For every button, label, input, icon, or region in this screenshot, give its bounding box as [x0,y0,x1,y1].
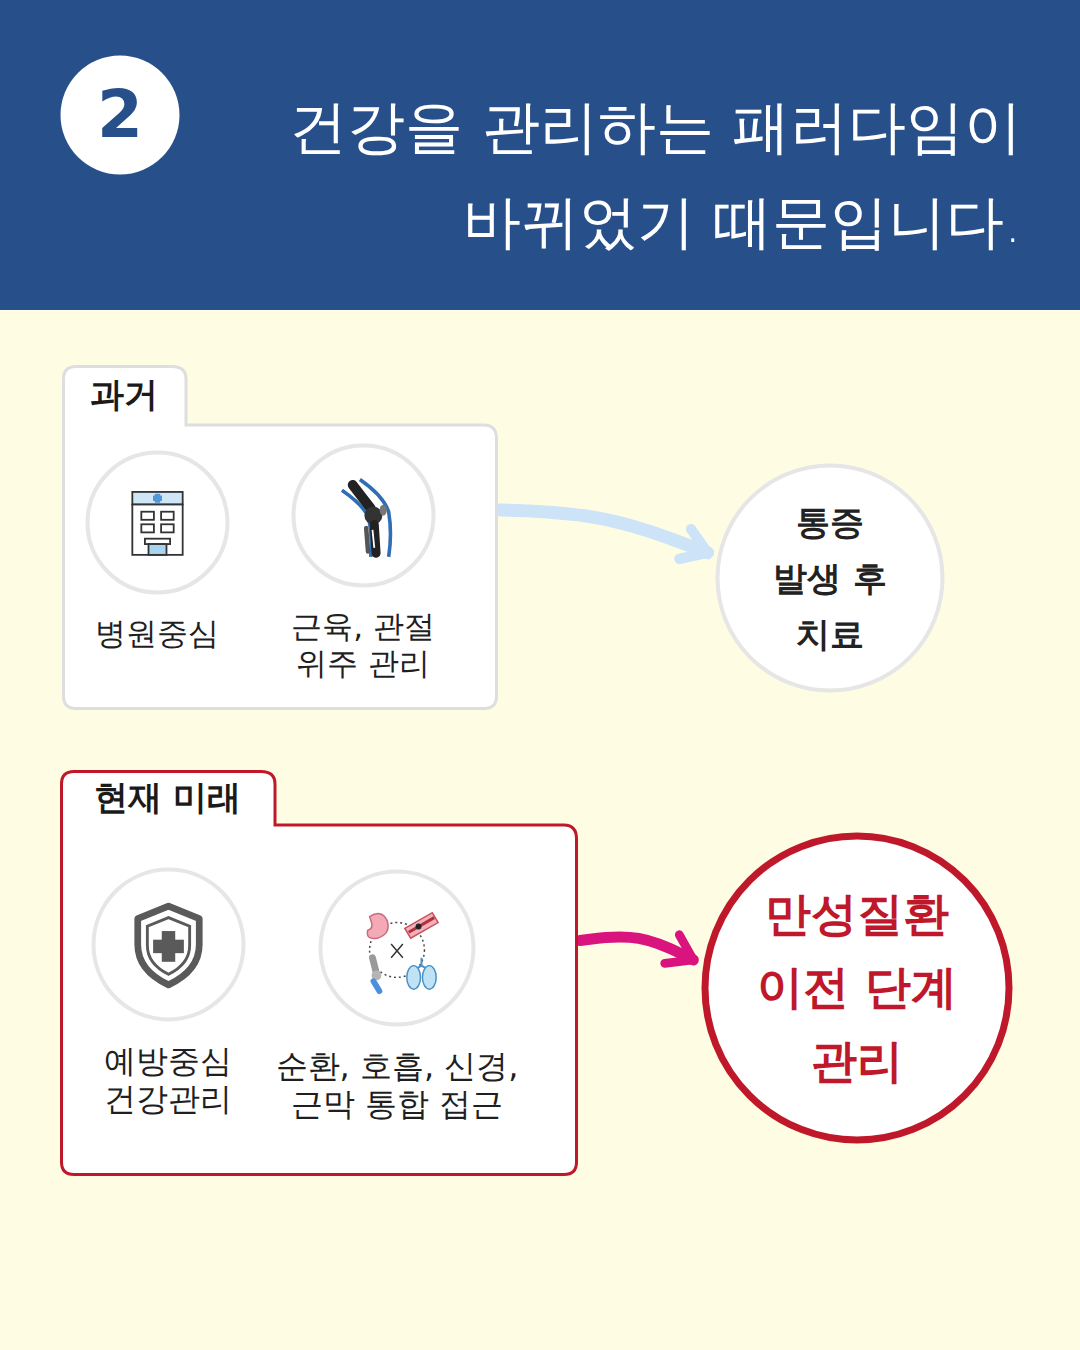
panel-heading: 과거 [90,372,158,418]
page-title: 건강을 관리하는 패러다임이 바뀌었기 때문입니다. [222,80,1022,270]
tab-panel: 현재 미래예방중심 건강관리순환, 호흡, 신경, 근막 통합 접근 [60,770,578,1176]
label-holder: 근육, 관절 위주 관리 [278,608,448,682]
icon-label: 병원중심 [82,615,232,652]
label-holder: 병원중심 [82,615,232,652]
panel-heading: 현재 미래 [94,775,242,821]
circle-node: 만성질환 이전 단계 관리 [701,832,1013,1144]
circle-text: 통증 발생 후 치료 [760,494,900,662]
icon-label: 예방중심 건강관리 [88,1042,248,1119]
text-holder: 통증 발생 후 치료 [715,463,945,693]
icon-circle [85,450,230,595]
tab-panel: 과거병원중심 근육, 관절 위주 관리 [62,365,498,710]
flow-arrow [500,510,708,553]
icon-node: 근육, 관절 위주 관리 [278,443,448,682]
circle-text: 만성질환 이전 단계 관리 [747,878,967,1099]
icon-circle [318,869,476,1027]
icon-node: 예방중심 건강관리 [88,867,248,1119]
label-holder: 순환, 호흡, 신경, 근막 통합 접근 [267,1047,527,1124]
icon-node: 순환, 호흡, 신경, 근막 통합 접근 [267,869,527,1124]
icon-node: 병원중심 [82,450,232,652]
circle-text: 2 [65,75,175,154]
tab-holder: 현재 미래 [60,770,275,825]
icon-label: 근육, 관절 위주 관리 [278,608,448,682]
text-holder: 만성질환 이전 단계 관리 [701,832,1013,1144]
tab-holder: 과거 [62,365,186,425]
circle-node: 통증 발생 후 치료 [715,463,945,693]
label-holder: 예방중심 건강관리 [88,1042,248,1119]
text-holder: 2 [60,55,180,175]
circle-node: 2 [60,55,180,175]
icon-circle [91,867,246,1022]
icon-circle [291,443,436,588]
icon-label: 순환, 호흡, 신경, 근막 통합 접근 [267,1047,527,1124]
flow-arrow [580,937,693,960]
